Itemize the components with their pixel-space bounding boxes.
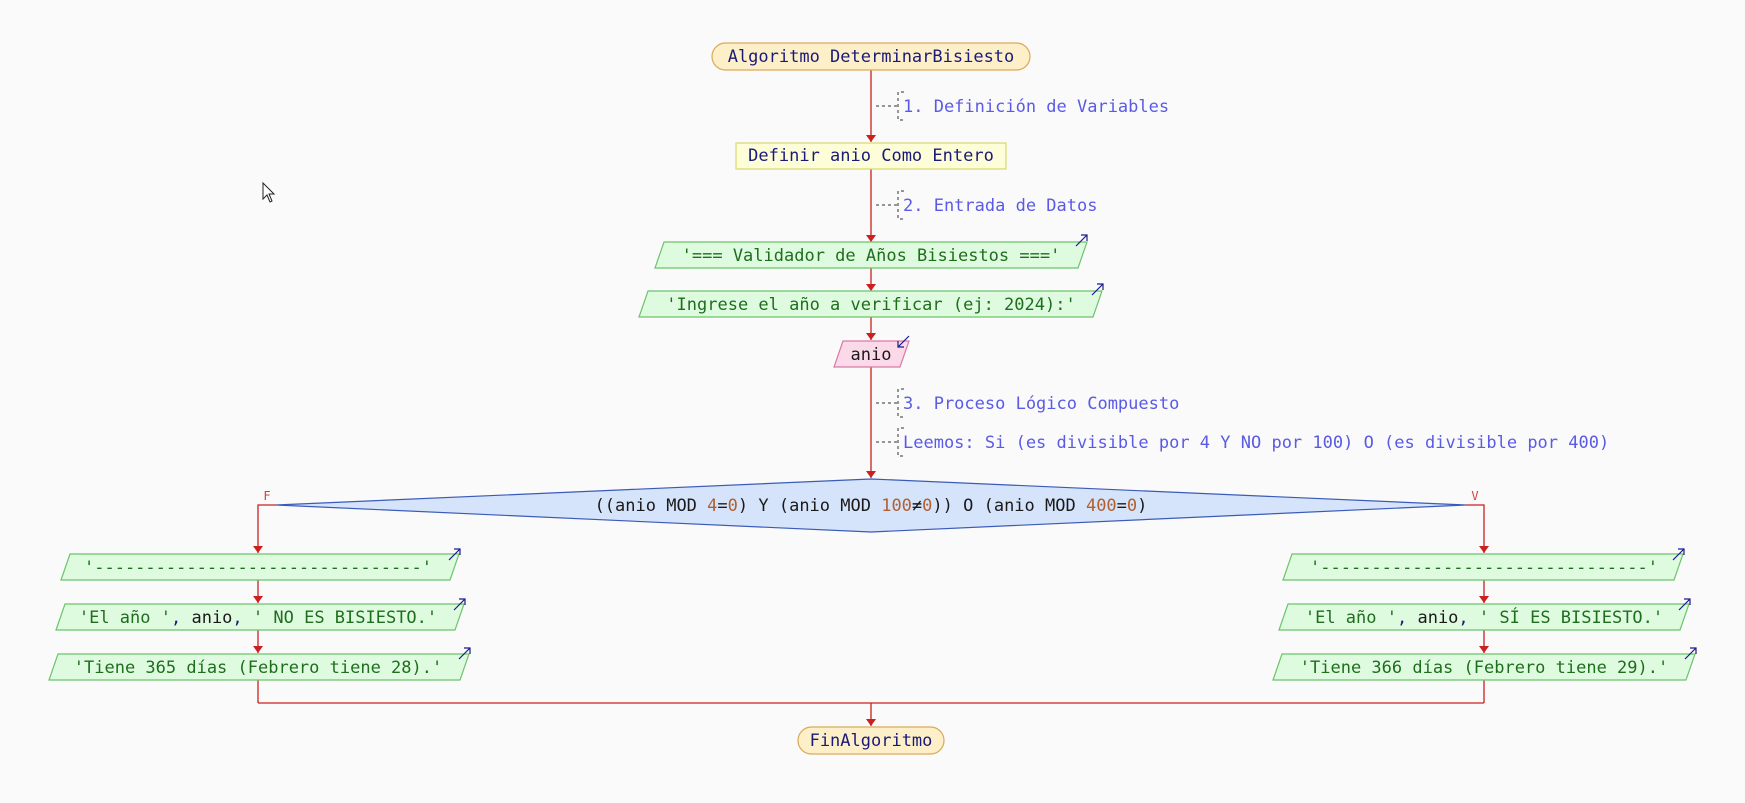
false-label: F (263, 489, 270, 503)
output-arrow-icon (1684, 647, 1697, 660)
output-text: '--------------------------------' (1310, 558, 1658, 578)
output-arrow-icon (1091, 283, 1104, 296)
flow-lines (253, 70, 1489, 726)
false-branch-arrow (253, 504, 276, 553)
output-text: 'El año ', anio, ' NO ES BISIESTO.' (79, 608, 437, 628)
comment-text: 3. Proceso Lógico Compuesto (903, 394, 1179, 414)
end-terminal[interactable]: FinAlgoritmo (797, 726, 945, 755)
comment-text: 2. Entrada de Datos (903, 196, 1097, 216)
output-title[interactable]: '=== Validador de Años Bisiestos ===' (654, 234, 1088, 269)
false-output-days[interactable]: 'Tiene 365 días (Febrero tiene 28).' (48, 647, 471, 681)
output-arrow-icon (1678, 598, 1691, 611)
comment-2: 2. Entrada de Datos (876, 190, 1097, 220)
define-process[interactable]: Definir anio Como Entero (735, 142, 1007, 170)
mouse-cursor-icon (262, 181, 276, 203)
output-arrow-icon (448, 548, 461, 561)
true-output-result[interactable]: 'El año ', anio, ' SÍ ES BISIESTO.' (1278, 598, 1691, 631)
comment-text: 1. Definición de Variables (903, 97, 1169, 117)
output-text: 'Ingrese el año a verificar (ej: 2024):' (666, 295, 1075, 315)
true-output-separator[interactable]: '--------------------------------' (1282, 548, 1685, 581)
output-arrow-icon (453, 598, 466, 611)
comment-3: 3. Proceso Lógico Compuesto (876, 388, 1179, 418)
output-text: '--------------------------------' (84, 558, 432, 578)
comment-1: 1. Definición de Variables (876, 91, 1169, 121)
decision-condition: ((anio MOD 4=0) Y (anio MOD 100≠0)) O (a… (595, 496, 1148, 516)
output-text: 'El año ', anio, ' SÍ ES BISIESTO.' (1305, 606, 1663, 628)
output-prompt[interactable]: 'Ingrese el año a verificar (ej: 2024):' (638, 283, 1104, 318)
false-output-separator[interactable]: '--------------------------------' (60, 548, 461, 581)
output-arrow-icon (1075, 234, 1088, 247)
false-output-result[interactable]: 'El año ', anio, ' NO ES BISIESTO.' (55, 598, 466, 631)
true-branch-arrow (1466, 504, 1489, 553)
start-label: Algoritmo DeterminarBisiesto (728, 47, 1015, 67)
output-text: 'Tiene 365 días (Febrero tiene 28).' (74, 658, 442, 678)
comment-4: Leemos: Si (es divisible por 4 Y NO por … (876, 427, 1609, 457)
decision-leap-year[interactable]: ((anio MOD 4=0) Y (anio MOD 100≠0)) O (a… (275, 478, 1467, 533)
output-arrow-icon (458, 647, 471, 660)
output-text: '=== Validador de Años Bisiestos ===' (682, 246, 1061, 266)
define-label: Definir anio Como Entero (748, 146, 994, 166)
start-terminal[interactable]: Algoritmo DeterminarBisiesto (711, 42, 1031, 71)
true-label: V (1471, 489, 1478, 503)
end-label: FinAlgoritmo (810, 731, 933, 751)
comment-text: Leemos: Si (es divisible por 4 Y NO por … (903, 433, 1609, 453)
true-output-days[interactable]: 'Tiene 366 días (Febrero tiene 29).' (1272, 647, 1697, 681)
output-arrow-icon (1672, 548, 1685, 561)
input-arrow-icon (897, 335, 910, 348)
output-text: 'Tiene 366 días (Febrero tiene 29).' (1300, 658, 1668, 678)
input-anio[interactable]: anio (833, 335, 910, 368)
input-text: anio (851, 345, 892, 365)
